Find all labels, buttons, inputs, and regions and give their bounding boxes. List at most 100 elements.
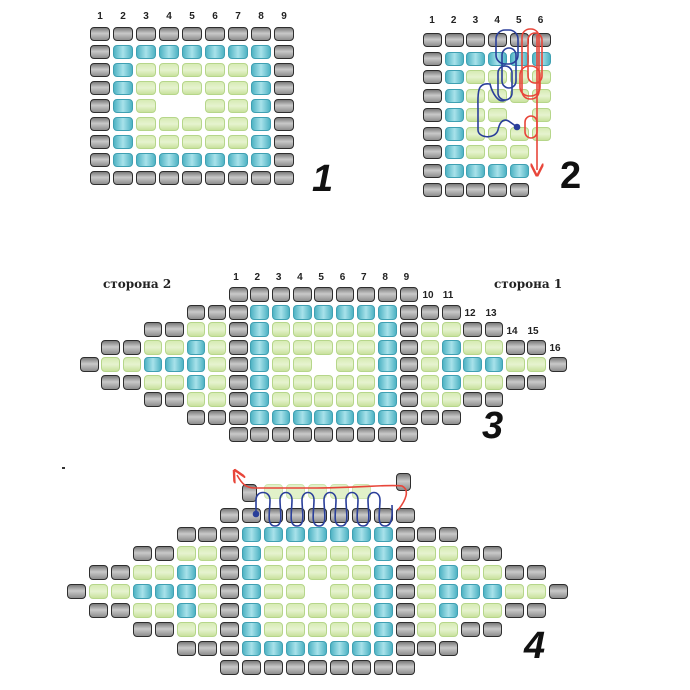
green-bead	[417, 584, 437, 599]
gray-bead	[228, 27, 248, 41]
gray-bead	[399, 427, 418, 442]
green-bead	[442, 322, 461, 337]
gray-bead	[220, 603, 240, 618]
green-bead	[314, 374, 333, 390]
blue-bead	[444, 51, 464, 66]
blue-bead	[176, 565, 196, 580]
gray-bead	[329, 508, 349, 523]
green-bead	[351, 546, 371, 561]
green-bead	[417, 622, 437, 637]
green-bead	[264, 603, 284, 618]
green-bead	[356, 374, 376, 390]
gray-bead	[220, 641, 240, 656]
green-bead	[420, 339, 440, 355]
gray-bead	[488, 182, 508, 197]
gray-bead	[228, 171, 248, 185]
green-bead	[417, 546, 437, 561]
gray-bead	[395, 546, 415, 561]
blue-bead	[271, 409, 291, 425]
gray-bead	[113, 27, 133, 41]
gray-bead	[67, 584, 86, 599]
green-bead	[527, 357, 546, 372]
gray-bead	[242, 660, 262, 675]
blue-bead	[444, 107, 464, 122]
gray-bead	[274, 63, 294, 77]
gray-bead	[136, 27, 156, 41]
gray-bead	[399, 392, 418, 407]
green-bead	[143, 339, 163, 355]
gray-bead	[264, 660, 284, 675]
green-bead	[531, 89, 551, 104]
gray-bead	[423, 51, 442, 66]
blue-bead	[250, 374, 269, 390]
green-bead	[165, 339, 184, 355]
blue-bead	[509, 51, 529, 66]
blue-bead	[373, 622, 393, 637]
green-bead	[182, 117, 202, 131]
gray-bead	[229, 322, 248, 337]
blue-bead	[242, 622, 262, 637]
blue-bead	[250, 392, 269, 407]
blue-bead	[159, 153, 179, 167]
gray-bead	[182, 171, 202, 185]
blue-bead	[531, 51, 551, 66]
green-bead	[159, 135, 179, 149]
blue-bead	[186, 339, 205, 355]
gray-bead	[186, 409, 205, 425]
blue-bead	[307, 641, 327, 656]
gray-bead	[548, 357, 568, 372]
green-bead	[198, 584, 218, 599]
green-bead	[159, 63, 179, 77]
blue-bead	[293, 304, 312, 320]
green-bead	[488, 89, 508, 104]
gray-bead	[356, 427, 376, 442]
gray-bead	[399, 322, 418, 337]
faded-green-bead	[329, 484, 349, 499]
blue-bead	[251, 81, 271, 95]
blue-bead	[329, 527, 349, 542]
gray-bead	[335, 287, 355, 302]
blue-bead	[351, 641, 371, 656]
gray-bead	[395, 660, 415, 675]
blue-bead	[466, 163, 486, 178]
gray-bead	[88, 603, 108, 618]
faded-green-bead	[264, 484, 284, 499]
column-number: 9	[403, 272, 410, 283]
gray-bead	[159, 171, 179, 185]
gray-bead	[509, 182, 529, 197]
gray-bead	[274, 45, 294, 59]
blue-bead	[113, 117, 133, 131]
gray-bead	[399, 287, 418, 302]
gray-bead	[176, 527, 196, 542]
blue-bead	[378, 304, 397, 320]
gray-bead	[110, 565, 130, 580]
green-bead	[198, 622, 218, 637]
gray-bead	[423, 70, 442, 85]
gray-bead	[395, 565, 415, 580]
gray-bead	[220, 527, 240, 542]
gray-bead	[483, 546, 503, 561]
blue-bead	[251, 99, 271, 113]
green-bead	[488, 126, 508, 141]
blue-bead	[186, 374, 205, 390]
green-bead	[526, 584, 546, 599]
green-bead	[531, 70, 551, 85]
faded-green-bead	[286, 484, 305, 499]
blue-bead	[484, 357, 504, 372]
gray-bead	[198, 641, 218, 656]
gray-bead	[220, 584, 240, 599]
green-bead	[271, 374, 291, 390]
blue-bead	[113, 153, 133, 167]
green-bead	[307, 546, 327, 561]
green-bead	[329, 584, 349, 599]
gray-bead	[229, 427, 248, 442]
gray-bead	[527, 374, 546, 390]
green-bead	[335, 339, 355, 355]
gray-bead	[506, 339, 525, 355]
gray-bead	[293, 287, 312, 302]
blue-bead	[444, 89, 464, 104]
green-bead	[307, 603, 327, 618]
diagram-1-number: 1	[312, 158, 334, 200]
blue-bead	[439, 584, 459, 599]
gray-bead	[505, 565, 524, 580]
